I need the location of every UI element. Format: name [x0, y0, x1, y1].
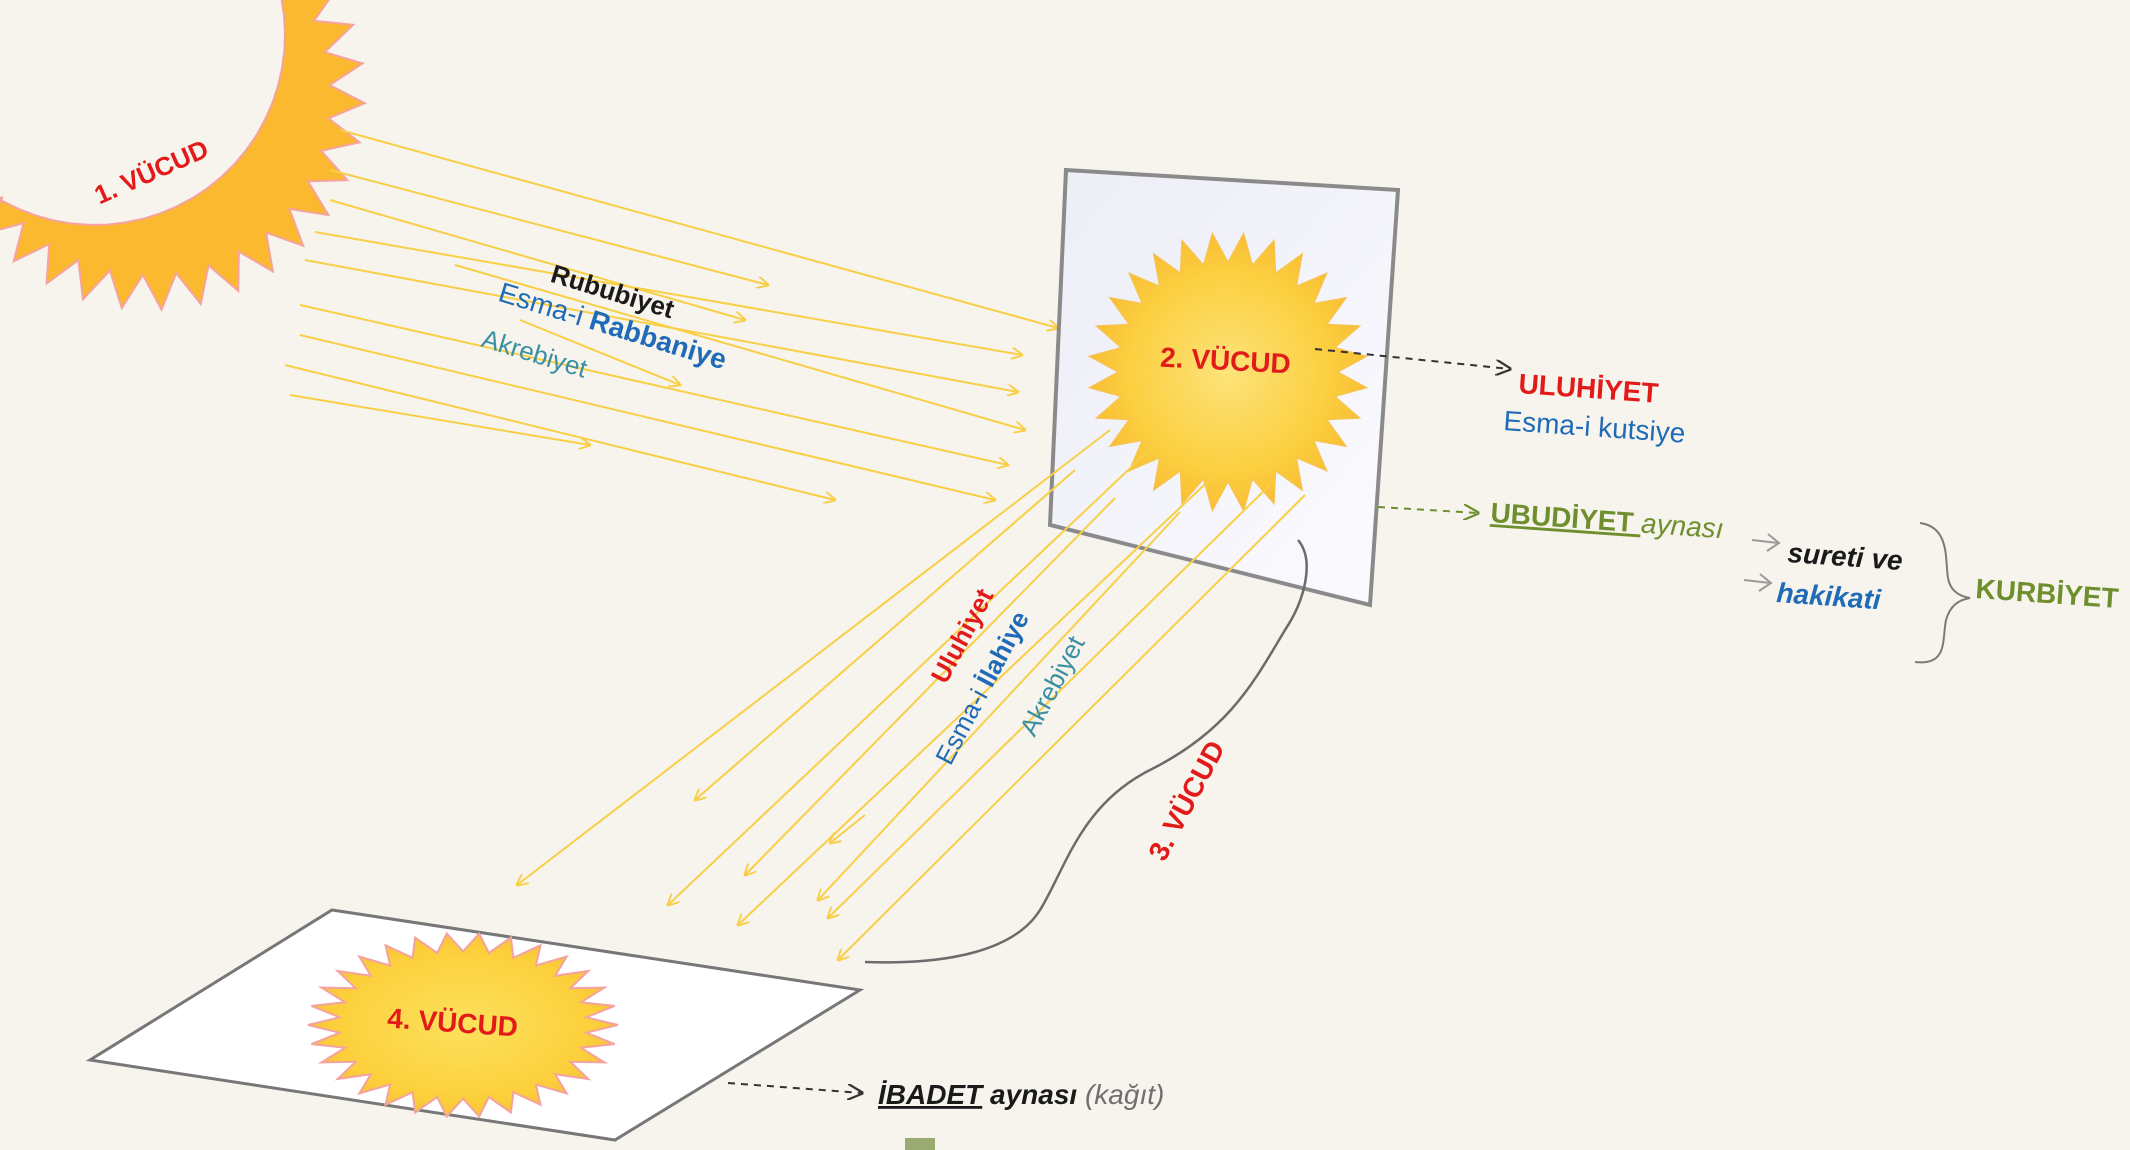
top-ray-11 — [289, 394, 590, 445]
bottom-ray-9 — [830, 814, 866, 843]
akrebiyet-top-label: Akrebiyet — [478, 323, 591, 384]
top-ray-1 — [339, 129, 1058, 328]
sureti-arrow-icon — [1751, 533, 1781, 552]
esma-prefix-2: Esma-i — [929, 678, 997, 770]
top-ray-4 — [314, 231, 1022, 355]
rays-top — [284, 129, 1058, 500]
fourth-sun-shape — [307, 931, 619, 1119]
top-ray-6 — [454, 264, 1025, 430]
bottom-ray-4 — [745, 497, 1116, 875]
ubudiyet-aynasi: aynası — [1640, 508, 1724, 545]
bottom-ray-2 — [695, 469, 1076, 800]
rays-bottom — [517, 429, 1306, 960]
top-ray-10 — [284, 364, 835, 500]
hakikati-arrow-icon — [1743, 573, 1773, 592]
bottom-ray-1 — [517, 429, 1111, 885]
sureti-label: sureti ve — [1787, 537, 1904, 576]
ibadet-label: İBADET aynası (kağıt) — [878, 1079, 1164, 1110]
bottom-ray-6 — [818, 511, 1181, 900]
bottom-ray-7 — [828, 484, 1271, 918]
second-body-label: 2. VÜCUD — [1159, 342, 1291, 380]
top-ray-3 — [329, 199, 745, 320]
ibadet-title: İBADET — [878, 1079, 985, 1110]
top-ray-labels: Rububiyet Esma-i Rabbaniye Akrebiyet — [478, 258, 730, 383]
ibadet-dashed-arrow — [727, 1082, 862, 1093]
hakikati-label: hakikati — [1776, 577, 1883, 615]
top-ray-5 — [304, 259, 1018, 392]
top-ray-8 — [519, 319, 680, 385]
top-ray-7 — [299, 304, 1008, 465]
uluhiyet-dashed-arrow — [1314, 348, 1510, 369]
ibadet-aynasi: aynası — [982, 1079, 1085, 1110]
top-ray-9 — [299, 334, 995, 500]
third-body-brace — [864, 539, 1308, 964]
first-sun — [0, 0, 368, 313]
uluhiyet-title: ULUHİYET — [1518, 368, 1660, 409]
bottom-ray-3 — [668, 439, 1161, 905]
ibadet-kagit: (kağıt) — [1085, 1079, 1164, 1110]
top-ray-2 — [329, 169, 768, 285]
kurbiyet-brace — [1914, 522, 1971, 664]
esma-kutsiye-label: Esma-i kutsiye — [1503, 405, 1687, 449]
ubudiyet-title: UBUDİYET — [1490, 497, 1643, 538]
third-body-label: 3. VÜCUD — [1142, 736, 1231, 866]
ubudiyet-dashed-arrow — [1377, 507, 1478, 513]
bottom-ray-8 — [838, 494, 1306, 960]
esma-ilahiye-label: Esma-i İlahiye — [929, 606, 1035, 769]
akrebiyet-bottom-label: Akrebiyet — [1013, 630, 1091, 740]
bottom-ray-5 — [738, 469, 1221, 925]
kurbiyet-label: KURBİYET — [1975, 573, 2120, 614]
bottom-decor-block — [905, 1138, 935, 1150]
first-sun-shape — [0, 0, 368, 313]
ubudiyet-label: UBUDİYET aynası — [1490, 497, 1725, 544]
